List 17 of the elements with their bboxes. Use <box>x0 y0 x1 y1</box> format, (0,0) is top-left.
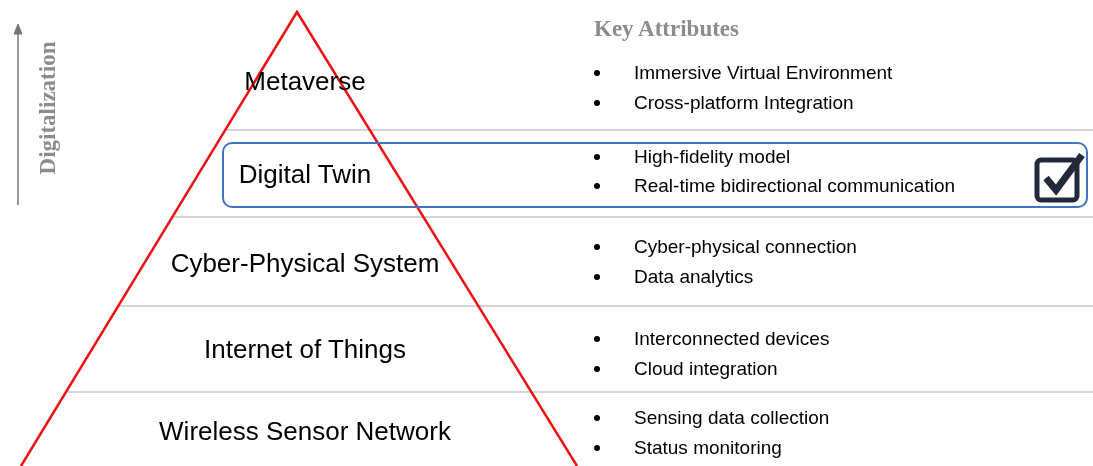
bullet-item: Sensing data collection <box>634 407 830 429</box>
layer-name: Wireless Sensor Network <box>159 416 451 447</box>
bullet-item: Cross-platform Integration <box>634 92 854 114</box>
layer-name: Digital Twin <box>238 159 372 190</box>
layer-name: Internet of Things <box>204 334 406 365</box>
bullet-item: High-fidelity model <box>634 146 791 168</box>
bullet-item: Cyber-physical connection <box>634 236 857 258</box>
bullet-item: Real-time bidirectional communication <box>634 175 956 197</box>
bullet-item: Status monitoring <box>634 437 782 459</box>
axis-label: Digitalization <box>35 41 61 175</box>
bullet-item: Cloud integration <box>634 358 778 380</box>
bullet-item: Interconnected devices <box>634 328 830 350</box>
column-heading: Key Attributes <box>594 16 739 42</box>
layer-name: Cyber-Physical System <box>170 248 440 279</box>
bullet-item: Data analytics <box>634 266 754 288</box>
highlight-box <box>222 142 1088 208</box>
bullet-item: Immersive Virtual Environment <box>634 62 893 84</box>
